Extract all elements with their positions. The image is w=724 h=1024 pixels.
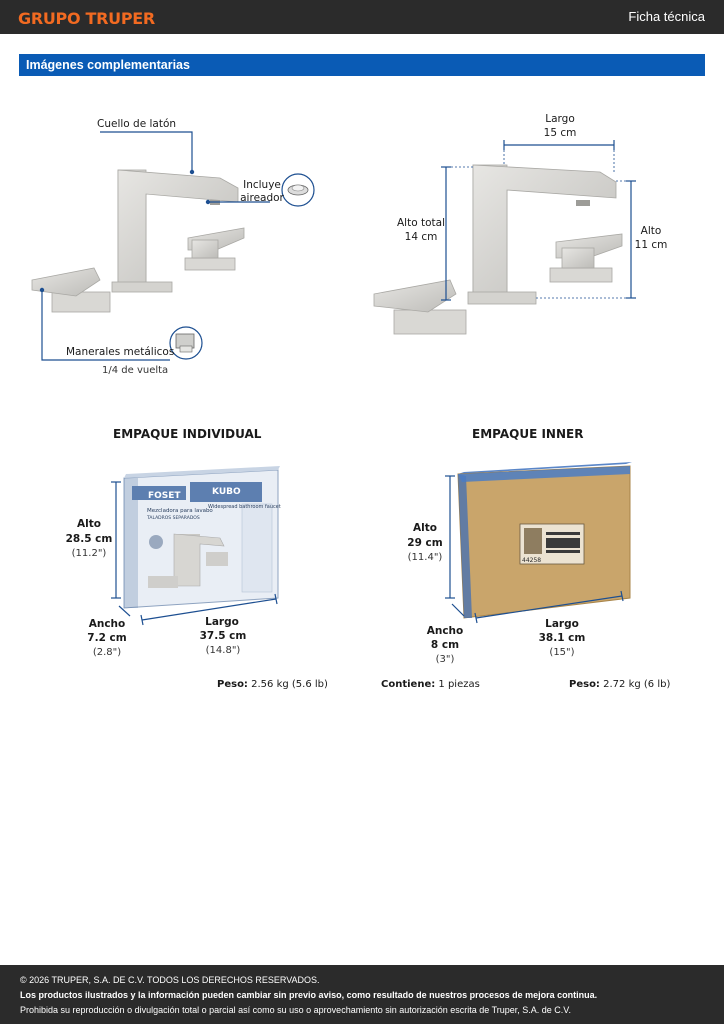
individual-width-in: (2.8"): [92, 647, 122, 658]
length-label: Largo: [545, 113, 575, 125]
inner-package-box-illustration: [457, 462, 632, 619]
inner-contents-value: 1 piezas: [438, 679, 480, 690]
individual-height-in: (11.2"): [71, 548, 107, 559]
inner-contents: Contiene: 1 piezas: [381, 679, 480, 690]
individual-height-label: Alto: [77, 518, 101, 530]
box-sub-label: TALADROS SEPARADOS: [147, 516, 200, 521]
footer-copyright: © 2026 TRUPER, S.A. DE C.V. TODOS LOS DE…: [20, 975, 320, 985]
length-value: 15 cm: [543, 127, 577, 139]
neck-callout-label: Cuello de latón: [97, 118, 177, 130]
section-header: Imágenes complementarias: [19, 54, 705, 76]
individual-weight: Peso: 2.56 kg (5.6 lb): [217, 679, 328, 690]
handles-callout-label: Manerales metálicos: [66, 346, 175, 358]
aerator-callout-label-line2: aireador: [240, 192, 284, 204]
faucet-features-illustration: [31, 131, 315, 361]
individual-weight-label: Peso:: [217, 679, 248, 690]
individual-length-cm: 37.5 cm: [199, 630, 247, 642]
individual-length-in: (14.8"): [205, 645, 241, 656]
faucet-dimensions-illustration: [373, 140, 636, 335]
individual-width-label: Ancho: [88, 618, 126, 630]
inner-height-cm: 29 cm: [407, 537, 443, 549]
section-title: Imágenes complementarias: [26, 58, 190, 72]
inner-height-label: Alto: [413, 522, 437, 534]
individual-weight-value: 2.56 kg (5.6 lb): [251, 679, 328, 690]
footer-prohibition: Prohibida su reproducción o divulgación …: [20, 1005, 571, 1015]
inner-length-cm: 38.1 cm: [538, 632, 586, 644]
top-bar: GRUPO TRUPER Ficha técnica: [0, 0, 724, 34]
inner-width-label: Ancho: [426, 625, 464, 637]
height-label: Alto: [640, 225, 662, 237]
individual-package-dimension-lines: [111, 481, 278, 626]
inner-width-in: (3"): [435, 654, 455, 665]
inner-weight-label: Peso:: [569, 679, 600, 690]
inner-contents-label: Contiene:: [381, 679, 436, 690]
individual-width-cm: 7.2 cm: [87, 632, 127, 644]
inner-package-dimension-lines: [445, 475, 624, 624]
inner-length-in: (15"): [549, 647, 575, 658]
inner-width-cm: 8 cm: [430, 639, 460, 651]
box-line-label: KUBO: [212, 487, 241, 497]
box-product-label: Mezcladora para lavabo: [147, 508, 213, 514]
footer: © 2026 TRUPER, S.A. DE C.V. TODOS LOS DE…: [0, 965, 724, 1024]
handles-callout-sublabel: 1/4 de vuelta: [102, 365, 169, 376]
brand-logo: GRUPO TRUPER: [18, 9, 155, 28]
inner-weight: Peso: 2.72 kg (6 lb): [569, 679, 670, 690]
document-type: Ficha técnica: [628, 9, 705, 24]
total-height-value: 14 cm: [404, 231, 438, 243]
total-height-label: Alto total: [397, 217, 445, 229]
inner-package-title: EMPAQUE INNER: [472, 427, 584, 441]
individual-package-box-illustration: [123, 466, 280, 609]
box-brand-label: FOSET: [148, 491, 181, 501]
individual-length-label: Largo: [205, 616, 239, 628]
inner-length-label: Largo: [545, 618, 579, 630]
footer-notice: Los productos ilustrados y la informació…: [20, 990, 598, 1000]
box-product-en-label: Widespread bathroom faucet: [208, 504, 281, 510]
inner-box-code: 44258: [522, 557, 542, 564]
inner-height-in: (11.4"): [407, 552, 443, 563]
individual-height-cm: 28.5 cm: [65, 533, 113, 545]
individual-package-title: EMPAQUE INDIVIDUAL: [113, 427, 262, 441]
aerator-callout-label-line1: Incluye: [243, 179, 281, 191]
inner-weight-value: 2.72 kg (6 lb): [603, 679, 671, 690]
height-value: 11 cm: [634, 239, 668, 251]
